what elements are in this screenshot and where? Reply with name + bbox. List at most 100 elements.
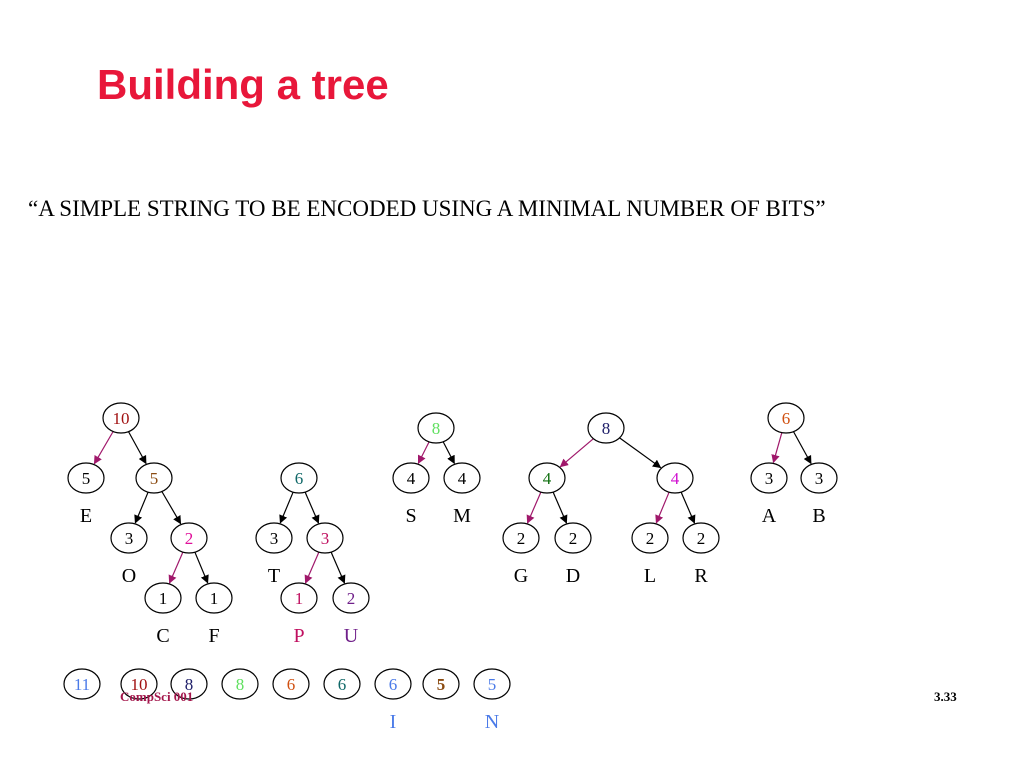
node-value: 3 xyxy=(125,529,134,548)
tree-node: 2 xyxy=(170,522,208,554)
tree-edge-arrow xyxy=(194,551,209,584)
node-circle xyxy=(135,462,173,494)
node-value: 10 xyxy=(113,409,130,428)
node-value: 8 xyxy=(185,675,194,694)
tree-node: 1P xyxy=(280,582,318,647)
leaf-letter: P xyxy=(293,625,304,647)
node-value: 8 xyxy=(602,419,611,438)
node-value: 5 xyxy=(82,469,91,488)
tree-node: 5N xyxy=(473,668,511,733)
node-value: 6 xyxy=(295,469,304,488)
node-value: 10 xyxy=(131,675,148,694)
tree-edge-arrow xyxy=(655,491,670,524)
tree-node: 8 xyxy=(221,668,259,700)
tree-edge-arrow xyxy=(93,431,114,465)
node-value: 1 xyxy=(295,589,304,608)
tree-edge-arrow xyxy=(792,431,812,465)
node-value: 6 xyxy=(389,675,398,694)
node-circle xyxy=(120,668,158,700)
tree-node: 2U xyxy=(332,582,370,647)
tree-edge-arrow xyxy=(168,551,184,584)
node-value: 2 xyxy=(185,529,194,548)
node-value: 6 xyxy=(338,675,347,694)
node-circle xyxy=(422,668,460,700)
tree-node: 3A xyxy=(750,462,788,527)
node-circle xyxy=(280,462,318,494)
node-value: 3 xyxy=(815,469,824,488)
leaf-letter: B xyxy=(812,505,825,527)
tree-node: 3 xyxy=(306,522,344,554)
node-circle xyxy=(306,522,344,554)
tree-edge-arrow xyxy=(442,441,455,465)
leaf-letter: F xyxy=(208,625,219,647)
tree-edge-arrow xyxy=(304,551,320,584)
tree-edge-arrow xyxy=(279,491,294,524)
slide-title: Building a tree xyxy=(97,61,389,108)
node-value: 3 xyxy=(765,469,774,488)
node-value: 2 xyxy=(646,529,655,548)
slide-number: 3.33 xyxy=(934,689,957,704)
node-circle xyxy=(587,412,625,444)
tree-node: 5 xyxy=(422,668,460,700)
tree-node: 2R xyxy=(682,522,720,587)
tree-edge-arrow xyxy=(417,441,430,465)
leaf-letter: S xyxy=(405,505,416,527)
tree-node: 3O xyxy=(110,522,148,587)
node-value: 4 xyxy=(407,469,416,488)
tree-node: 4S xyxy=(392,462,430,527)
node-value: 3 xyxy=(321,529,330,548)
node-circle xyxy=(63,668,101,700)
tree-node: 6 xyxy=(767,402,805,434)
node-circle xyxy=(767,402,805,434)
node-circle xyxy=(443,462,481,494)
node-circle xyxy=(417,412,455,444)
tree-node: 6 xyxy=(280,462,318,494)
tree-node: 4 xyxy=(656,462,694,494)
tree-node: 3B xyxy=(800,462,838,527)
node-value: 4 xyxy=(543,469,552,488)
leaf-letter: T xyxy=(268,565,280,587)
leaf-letter: O xyxy=(122,565,136,587)
tree-edge-arrow xyxy=(526,491,542,524)
leaf-letter: E xyxy=(80,505,92,527)
node-value: 2 xyxy=(569,529,578,548)
node-circle xyxy=(473,668,511,700)
node-circle xyxy=(656,462,694,494)
tree-edge-arrow xyxy=(771,432,783,464)
tree-edge-arrow xyxy=(161,491,182,525)
footer-course-name: CompSci 001 xyxy=(120,689,194,704)
node-circle xyxy=(631,522,669,554)
tree-node: 1C xyxy=(144,582,182,647)
leaf-letter: G xyxy=(514,565,528,587)
node-circle xyxy=(67,462,105,494)
tree-edge-arrow xyxy=(134,491,149,524)
node-value: 4 xyxy=(671,469,680,488)
leaf-letter: L xyxy=(644,565,656,587)
node-circle xyxy=(374,668,412,700)
tree-node: 6 xyxy=(272,668,310,700)
node-value: 5 xyxy=(150,469,159,488)
node-value: 2 xyxy=(517,529,526,548)
node-value: 2 xyxy=(697,529,706,548)
tree-edge-arrow xyxy=(680,491,696,524)
tree-node: 5 xyxy=(135,462,173,494)
node-circle xyxy=(800,462,838,494)
node-value: 6 xyxy=(782,409,791,428)
tree-node: 10 xyxy=(102,402,140,434)
node-value: 1 xyxy=(210,589,219,608)
tree-node: 5E xyxy=(67,462,105,527)
node-circle xyxy=(280,582,318,614)
node-circle xyxy=(392,462,430,494)
node-value: 8 xyxy=(432,419,441,438)
node-circle xyxy=(170,668,208,700)
node-circle xyxy=(750,462,788,494)
tree-node: 6 xyxy=(323,668,361,700)
tree-node: 2D xyxy=(554,522,592,587)
tree-edge-arrow xyxy=(330,551,346,584)
tree-edge-arrow xyxy=(559,438,594,468)
node-circle xyxy=(102,402,140,434)
leaf-letter: N xyxy=(485,711,499,733)
node-circle xyxy=(221,668,259,700)
leaf-letter: U xyxy=(344,625,359,647)
tree-node: 10 xyxy=(120,668,158,700)
